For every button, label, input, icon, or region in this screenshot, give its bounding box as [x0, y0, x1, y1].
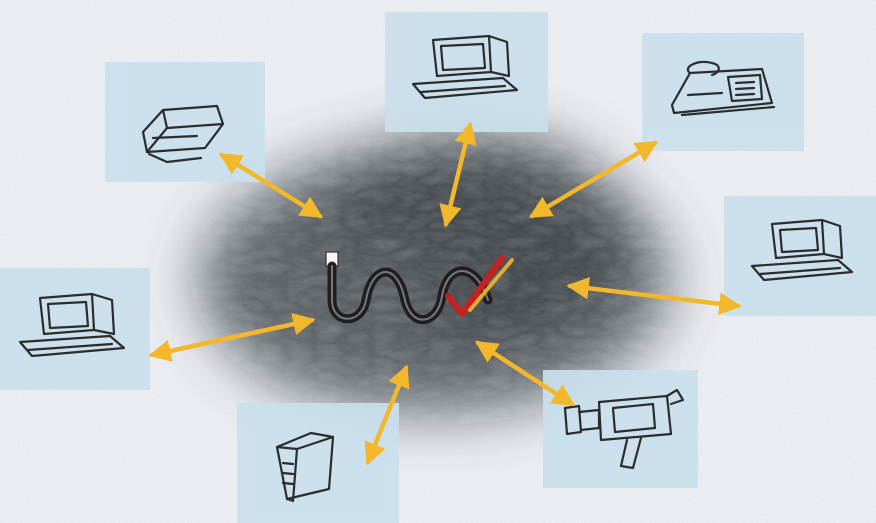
wave-cable-with-checkmark-icon — [326, 252, 512, 320]
arrow-desktop-left — [152, 320, 312, 355]
arrow-camcorder — [478, 343, 572, 404]
arrow-server — [368, 368, 406, 462]
arrow-printer — [222, 155, 320, 216]
arrow-phone — [532, 143, 655, 216]
arrow-desktop-right — [570, 286, 738, 306]
arrow-desktop-top — [446, 125, 470, 224]
